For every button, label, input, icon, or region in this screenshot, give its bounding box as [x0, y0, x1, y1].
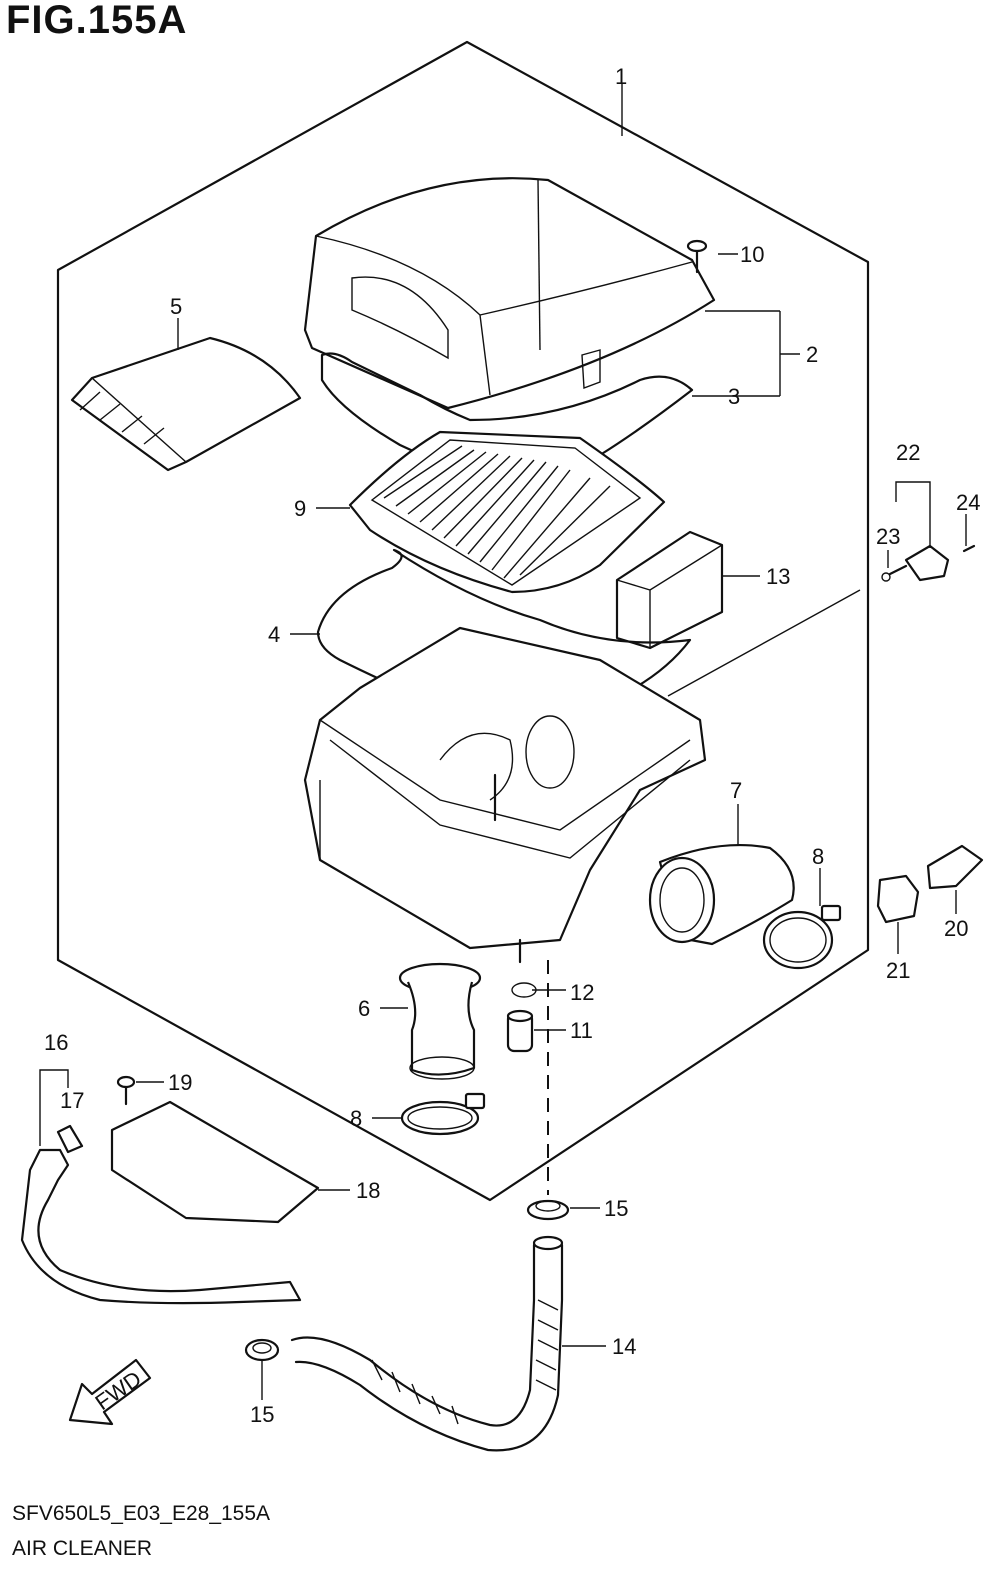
callout-9: 9: [294, 496, 306, 521]
callout-4: 4: [268, 622, 280, 647]
rivet[interactable]: [116, 1075, 136, 1106]
forward-arrow-icon: FWD: [68, 1358, 152, 1426]
callout-8-lower: 8: [350, 1106, 362, 1131]
callout-18: 18: [356, 1178, 380, 1203]
callout-5: 5: [170, 294, 182, 319]
callout-21: 21: [886, 958, 910, 983]
callout-1: 1: [615, 64, 627, 89]
callout-15-upper: 15: [604, 1196, 628, 1221]
clamp-lower[interactable]: [400, 1092, 486, 1136]
drain-cap[interactable]: [506, 1009, 534, 1053]
callout-17: 17: [60, 1088, 84, 1113]
clamp-upper[interactable]: [762, 904, 842, 970]
intake-duct[interactable]: [70, 336, 302, 472]
filter-element[interactable]: [348, 430, 666, 594]
intake-funnel[interactable]: [398, 962, 482, 1080]
drain-hose[interactable]: [290, 1235, 564, 1452]
callout-labels: 1 2 3 4 5 6 7 8 8 9 10 11 12 13 14 15 15…: [44, 64, 980, 1427]
callout-22: 22: [896, 440, 920, 465]
callout-23: 23: [876, 524, 900, 549]
callout-14: 14: [612, 1334, 636, 1359]
figure-name: AIR CLEANER: [12, 1537, 153, 1560]
callout-6: 6: [358, 996, 370, 1021]
screw[interactable]: [686, 239, 708, 274]
callout-20: 20: [944, 916, 968, 941]
breather-pipe[interactable]: [20, 1148, 302, 1305]
callout-15-lower: 15: [250, 1402, 274, 1427]
callout-11: 11: [570, 1018, 593, 1043]
callout-13: 13: [766, 564, 790, 589]
callout-16: 16: [44, 1030, 68, 1055]
cover-plate[interactable]: [110, 1100, 320, 1224]
hose-clamp-lower[interactable]: [244, 1338, 280, 1362]
sensor-assembly[interactable]: [876, 544, 984, 924]
air-cleaner-cover[interactable]: [303, 177, 716, 410]
callout-19: 19: [168, 1070, 192, 1095]
air-cleaner-case[interactable]: [303, 626, 707, 964]
leader-lines: [39, 84, 967, 1400]
pipe-clip[interactable]: [56, 1124, 84, 1154]
assembly-outline: [56, 40, 870, 1202]
callout-12: 12: [570, 980, 594, 1005]
callout-3: 3: [728, 384, 740, 409]
callout-8-upper: 8: [812, 844, 824, 869]
callout-7: 7: [730, 778, 742, 803]
callout-10: 10: [740, 242, 764, 267]
callout-24: 24: [956, 490, 980, 515]
hose-clamp-upper[interactable]: [526, 1199, 570, 1221]
figure-title: FIG.155A: [6, 0, 188, 42]
cover-gasket[interactable]: [320, 352, 694, 469]
sponge-block[interactable]: [615, 530, 724, 650]
figure-code: SFV650L5_E03_E28_155A: [12, 1502, 271, 1525]
outlet-tube[interactable]: [648, 843, 795, 946]
callout-2: 2: [806, 342, 818, 367]
